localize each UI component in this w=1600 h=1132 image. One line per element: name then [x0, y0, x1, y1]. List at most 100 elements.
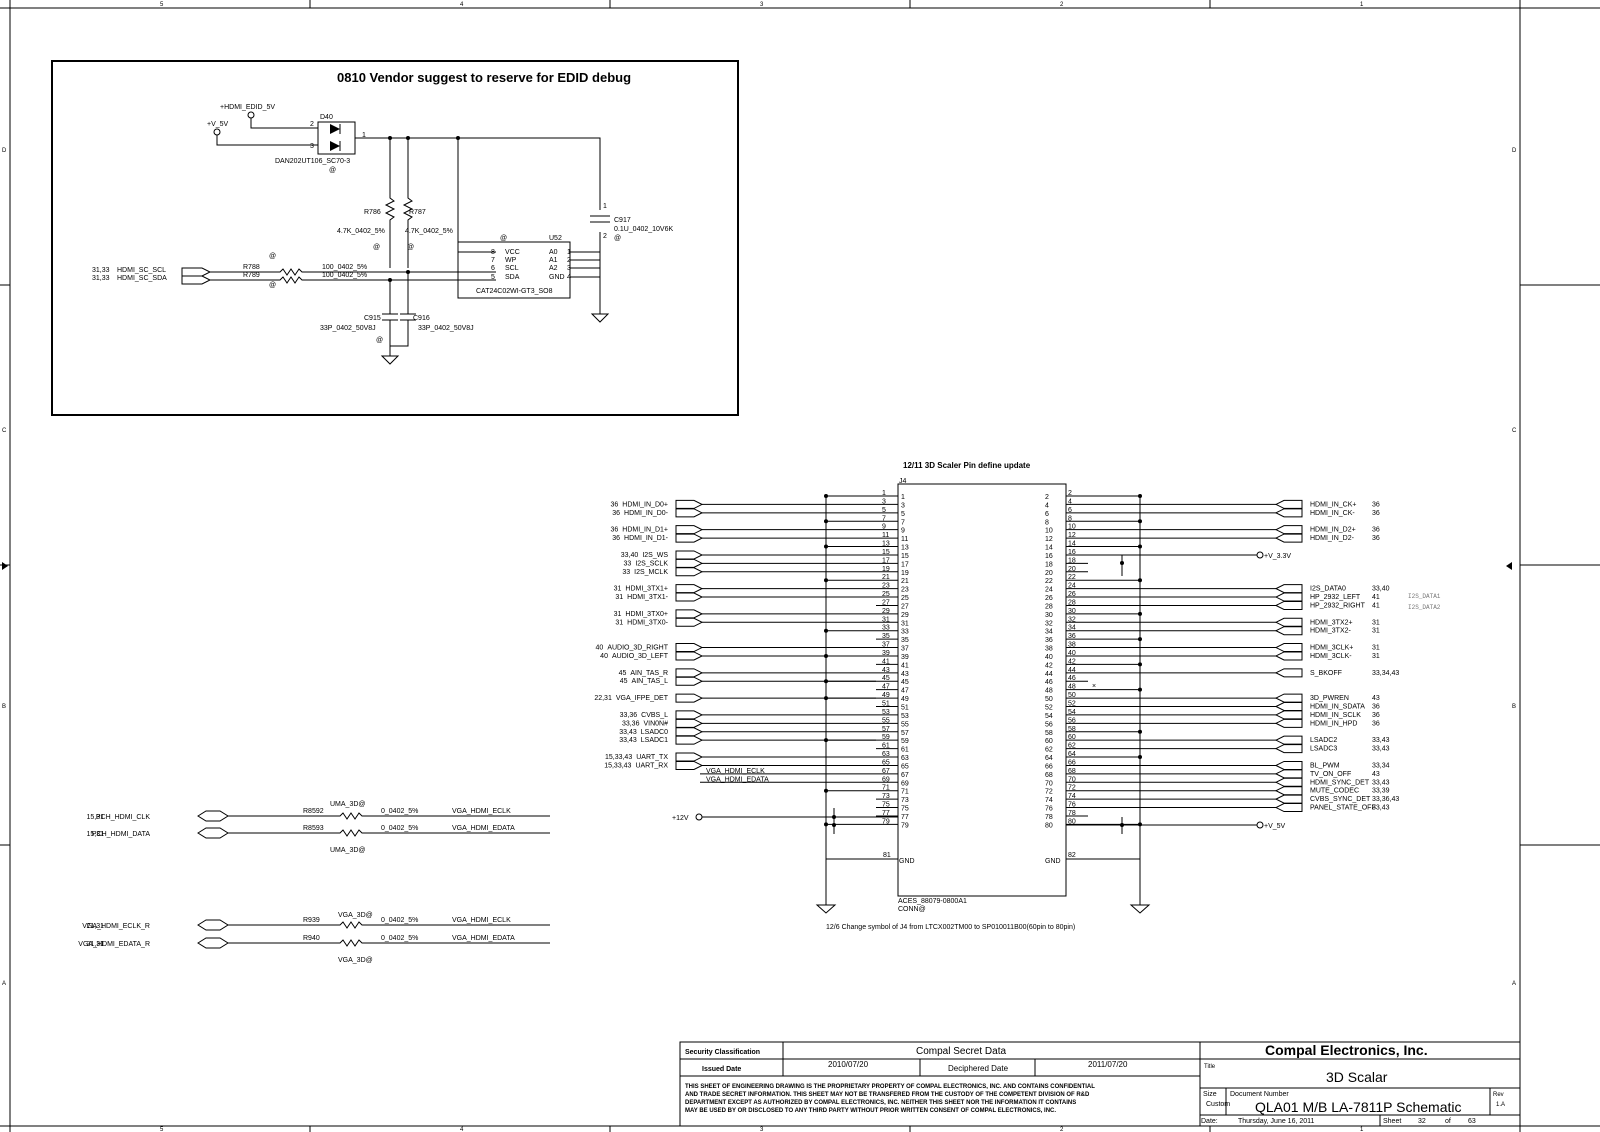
of-label: of — [1445, 1118, 1451, 1125]
connector-type: CONN@ — [898, 906, 926, 913]
assembly-tag: @ — [373, 244, 380, 251]
right-signal-ref: 31 — [1372, 653, 1380, 660]
pin-number: 66 — [1068, 759, 1076, 766]
offpage-connector-icon — [675, 727, 704, 737]
right-signal-ref: 36 — [1372, 712, 1380, 719]
offpage-connector-icon — [181, 275, 212, 285]
net-sda-name: HDMI_SC_SDA — [117, 275, 167, 282]
left-signal-name: VIN0N# — [643, 720, 668, 727]
col-label: 3 — [760, 1127, 764, 1132]
offpage-connector-icon — [1274, 735, 1303, 745]
connector-title: 12/11 3D Scaler Pin define update — [903, 461, 1031, 470]
right-signal-name: HDMI_3TX2+ — [1310, 619, 1353, 626]
offpage-connector-icon — [1274, 592, 1303, 602]
connector-j4-block: 12/11 3D Scaler Pin define update J4 ACE… — [594, 461, 1440, 931]
left-signal-name: HDMI_3TX1+ — [625, 586, 668, 593]
c917-pin1: 1 — [603, 203, 607, 210]
gnd-label-left: GND — [899, 858, 915, 865]
disclaimer-line: DEPARTMENT EXCEPT AS AUTHORIZED BY COMPA… — [685, 1100, 1076, 1106]
right-signal-ref: 36 — [1372, 527, 1380, 534]
pin-number: 42 — [1068, 658, 1076, 665]
row-label: D — [1512, 148, 1517, 154]
offpage-connector-icon — [1274, 600, 1303, 610]
pin-number: 41 — [882, 658, 890, 665]
connector-body — [897, 483, 1067, 897]
row-label: A — [1512, 981, 1516, 987]
col-label: 3 — [760, 2, 764, 8]
pin-number: 32 — [1045, 620, 1053, 627]
assembly-tag: @ — [269, 253, 276, 260]
net-in-ref: 15,31 — [86, 831, 104, 838]
left-signal-name: HDMI_IN_D0- — [624, 510, 669, 517]
bidir-connector-icon — [197, 937, 229, 949]
sheet-number: 32 — [1418, 1118, 1426, 1125]
offpage-connector-icon — [675, 525, 704, 535]
col-label: 5 — [160, 1127, 164, 1132]
pin-number: 39 — [901, 654, 909, 661]
assembly-tag: @ — [500, 235, 507, 242]
right-signal-ref: 33,39 — [1372, 788, 1390, 795]
pin-number: 16 — [1068, 549, 1076, 556]
pin-number: 43 — [882, 667, 890, 674]
offpage-connector-icon — [1274, 643, 1303, 653]
right-signal-name: MUTE_CODEC — [1310, 788, 1359, 795]
offpage-connector-icon — [1274, 777, 1303, 787]
pin-number: 67 — [882, 768, 890, 775]
pin-number: 22 — [1068, 574, 1076, 581]
pin-number: 36 — [1068, 633, 1076, 640]
u52-pin-num: 6 — [491, 265, 495, 272]
diode-d40: D40 DAN202UT106_SC70-3 @ 1 — [275, 114, 366, 174]
net-out-name: VGA_HDMI_ECLK — [452, 808, 511, 815]
rev-label: Rev — [1493, 1092, 1504, 1098]
r789-ref: R789 — [243, 272, 260, 279]
assembly-tag: @ — [376, 337, 383, 344]
right-signal-name: PANEL_STATE_OFF — [1310, 805, 1376, 812]
pin-number: 58 — [1045, 730, 1053, 737]
pin-number: 2 — [1045, 494, 1049, 501]
pin-number: 62 — [1068, 743, 1076, 750]
uma-tag-bottom: UMA_3D@ — [330, 847, 366, 854]
pin-number: 72 — [1045, 789, 1053, 796]
pin-number: 65 — [901, 763, 909, 770]
offpage-connector-icon — [675, 533, 704, 543]
pin-number: 68 — [1045, 772, 1053, 779]
offpage-connector-icon — [1274, 651, 1303, 661]
right-signal-ref: 31 — [1372, 645, 1380, 652]
side-note-1: I2S_DATA1 — [1408, 593, 1441, 600]
side-note-2: I2S_DATA2 — [1408, 604, 1441, 611]
resistor-wire — [228, 829, 550, 837]
left-signal-ref: 31 — [615, 594, 623, 601]
resistor-value: 0_0402_5% — [381, 808, 418, 815]
u52-pin-name: A0 — [549, 249, 558, 256]
right-signal-name: I2S_DATA0 — [1310, 586, 1346, 593]
bidir-connector-icon — [197, 810, 229, 822]
r788-ref: R788 — [243, 264, 260, 271]
connector-note: 12/6 Change symbol of J4 from LTCX002TM0… — [826, 924, 1075, 931]
disclaimer-line: MAY BE USED BY OR DISCLOSED TO ANY THIRD… — [685, 1108, 1056, 1114]
right-signal-ref: 41 — [1372, 594, 1380, 601]
deciphered-label: Deciphered Date — [948, 1064, 1009, 1073]
pin-number: 1 — [901, 494, 905, 501]
right-signal-name: HDMI_3CLK- — [1310, 653, 1352, 660]
pin-number: 31 — [882, 616, 890, 623]
u52-pin-name: VCC — [505, 249, 520, 256]
offpage-connector-icon — [1274, 760, 1303, 770]
right-signal-ref: 33,36,43 — [1372, 796, 1399, 803]
pin-number: 41 — [901, 662, 909, 669]
pin-number: 59 — [901, 738, 909, 745]
pin-number: 21 — [901, 578, 909, 585]
right-signal-ref: 43 — [1372, 695, 1380, 702]
issued-value: 2010/07/20 — [828, 1060, 869, 1069]
pin-number: 57 — [882, 726, 890, 733]
u52-pin-num: 4 — [567, 274, 571, 281]
offpage-connector-icon — [1274, 794, 1303, 804]
pin-number: 4 — [1045, 502, 1049, 509]
offpage-connector-icon — [675, 617, 704, 627]
resistor-ref: R8592 — [303, 808, 324, 815]
d40-pin2: 2 — [310, 121, 314, 128]
c917-ref: C917 — [614, 217, 631, 224]
pin-number: 71 — [882, 785, 890, 792]
u52-pin-num: 1 — [567, 249, 571, 256]
pin-number: 15 — [882, 549, 890, 556]
